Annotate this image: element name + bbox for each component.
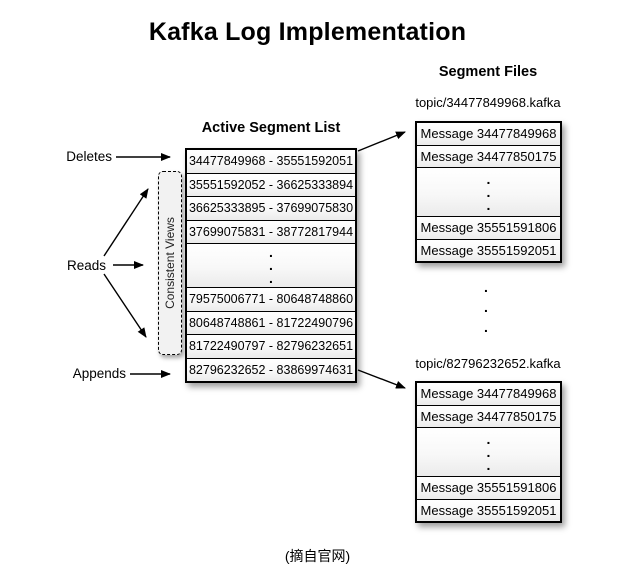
- segment-range-row: 36625333895 - 37699075830: [187, 197, 355, 221]
- ellipsis-dot: .: [486, 183, 491, 200]
- segment-file-ellipsis: . . .: [417, 168, 560, 217]
- list-to-file1-arrow: [357, 131, 406, 152]
- list-to-file2-arrow: [357, 369, 406, 389]
- ellipsis-dot: .: [486, 196, 491, 213]
- segment-file-table: Message 34477849968 Message 34477850175 …: [415, 381, 562, 523]
- deletes-label: Deletes: [66, 149, 112, 164]
- active-segment-list-table: 34477849968 - 35551592051 35551592052 - …: [185, 148, 357, 383]
- ellipsis-dot: .: [484, 319, 488, 335]
- appends-label: Appends: [72, 366, 126, 381]
- ellipsis-dot: .: [484, 299, 488, 315]
- segment-range-row: 81722490797 - 82796232651: [187, 335, 355, 359]
- segment-range-row: 79575006771 - 80648748860: [187, 288, 355, 312]
- segment-file-name: topic/82796232652.kafka: [415, 356, 561, 371]
- message-row: Message 35551591806: [417, 477, 560, 500]
- ellipsis-dot: .: [486, 430, 491, 447]
- ellipsis-dot: .: [269, 244, 273, 260]
- segment-file-table: Message 34477849968 Message 34477850175 …: [415, 121, 562, 263]
- segment-range-row: 37699075831 - 38772817944: [187, 220, 355, 244]
- message-row: Message 35551592051: [417, 239, 560, 261]
- message-row: Message 34477850175: [417, 145, 560, 168]
- message-row: Message 34477849968: [417, 383, 560, 406]
- consistent-views-box: Consistent Views: [158, 171, 182, 355]
- ellipsis-dot: .: [484, 279, 488, 295]
- message-row: Message 34477850175: [417, 405, 560, 428]
- segment-files-ellipsis: . . .: [480, 279, 492, 335]
- ellipsis-dot: .: [486, 443, 491, 460]
- consistent-views-label: Consistent Views: [163, 217, 178, 309]
- active-segment-list-heading: Active Segment List: [201, 120, 341, 136]
- reads-arrow-down: [103, 273, 147, 338]
- segment-files-heading: Segment Files: [438, 64, 538, 80]
- segment-range-row: 34477849968 - 35551592051: [187, 150, 355, 174]
- ellipsis-dot: .: [269, 257, 273, 273]
- source-note: (摘自官网): [284, 548, 351, 564]
- reads-arrow-up: [103, 188, 149, 257]
- ellipsis-dot: .: [486, 456, 491, 473]
- message-row: Message 35551591806: [417, 217, 560, 240]
- segment-range-row: 82796232652 - 83869974631: [187, 358, 355, 381]
- segment-file-name: topic/34477849968.kafka: [415, 95, 561, 110]
- segment-range-row: 80648748861 - 81722490796: [187, 311, 355, 335]
- message-row: Message 35551592051: [417, 499, 560, 521]
- segment-list-ellipsis: . . .: [187, 244, 355, 288]
- diagram-title: Kafka Log Implementation: [148, 18, 467, 46]
- reads-label: Reads: [66, 258, 106, 273]
- ellipsis-dot: .: [486, 170, 491, 187]
- segment-range-row: 35551592052 - 36625333894: [187, 173, 355, 197]
- message-row: Message 34477849968: [417, 123, 560, 146]
- segment-file-ellipsis: . . .: [417, 428, 560, 477]
- ellipsis-dot: .: [269, 270, 273, 286]
